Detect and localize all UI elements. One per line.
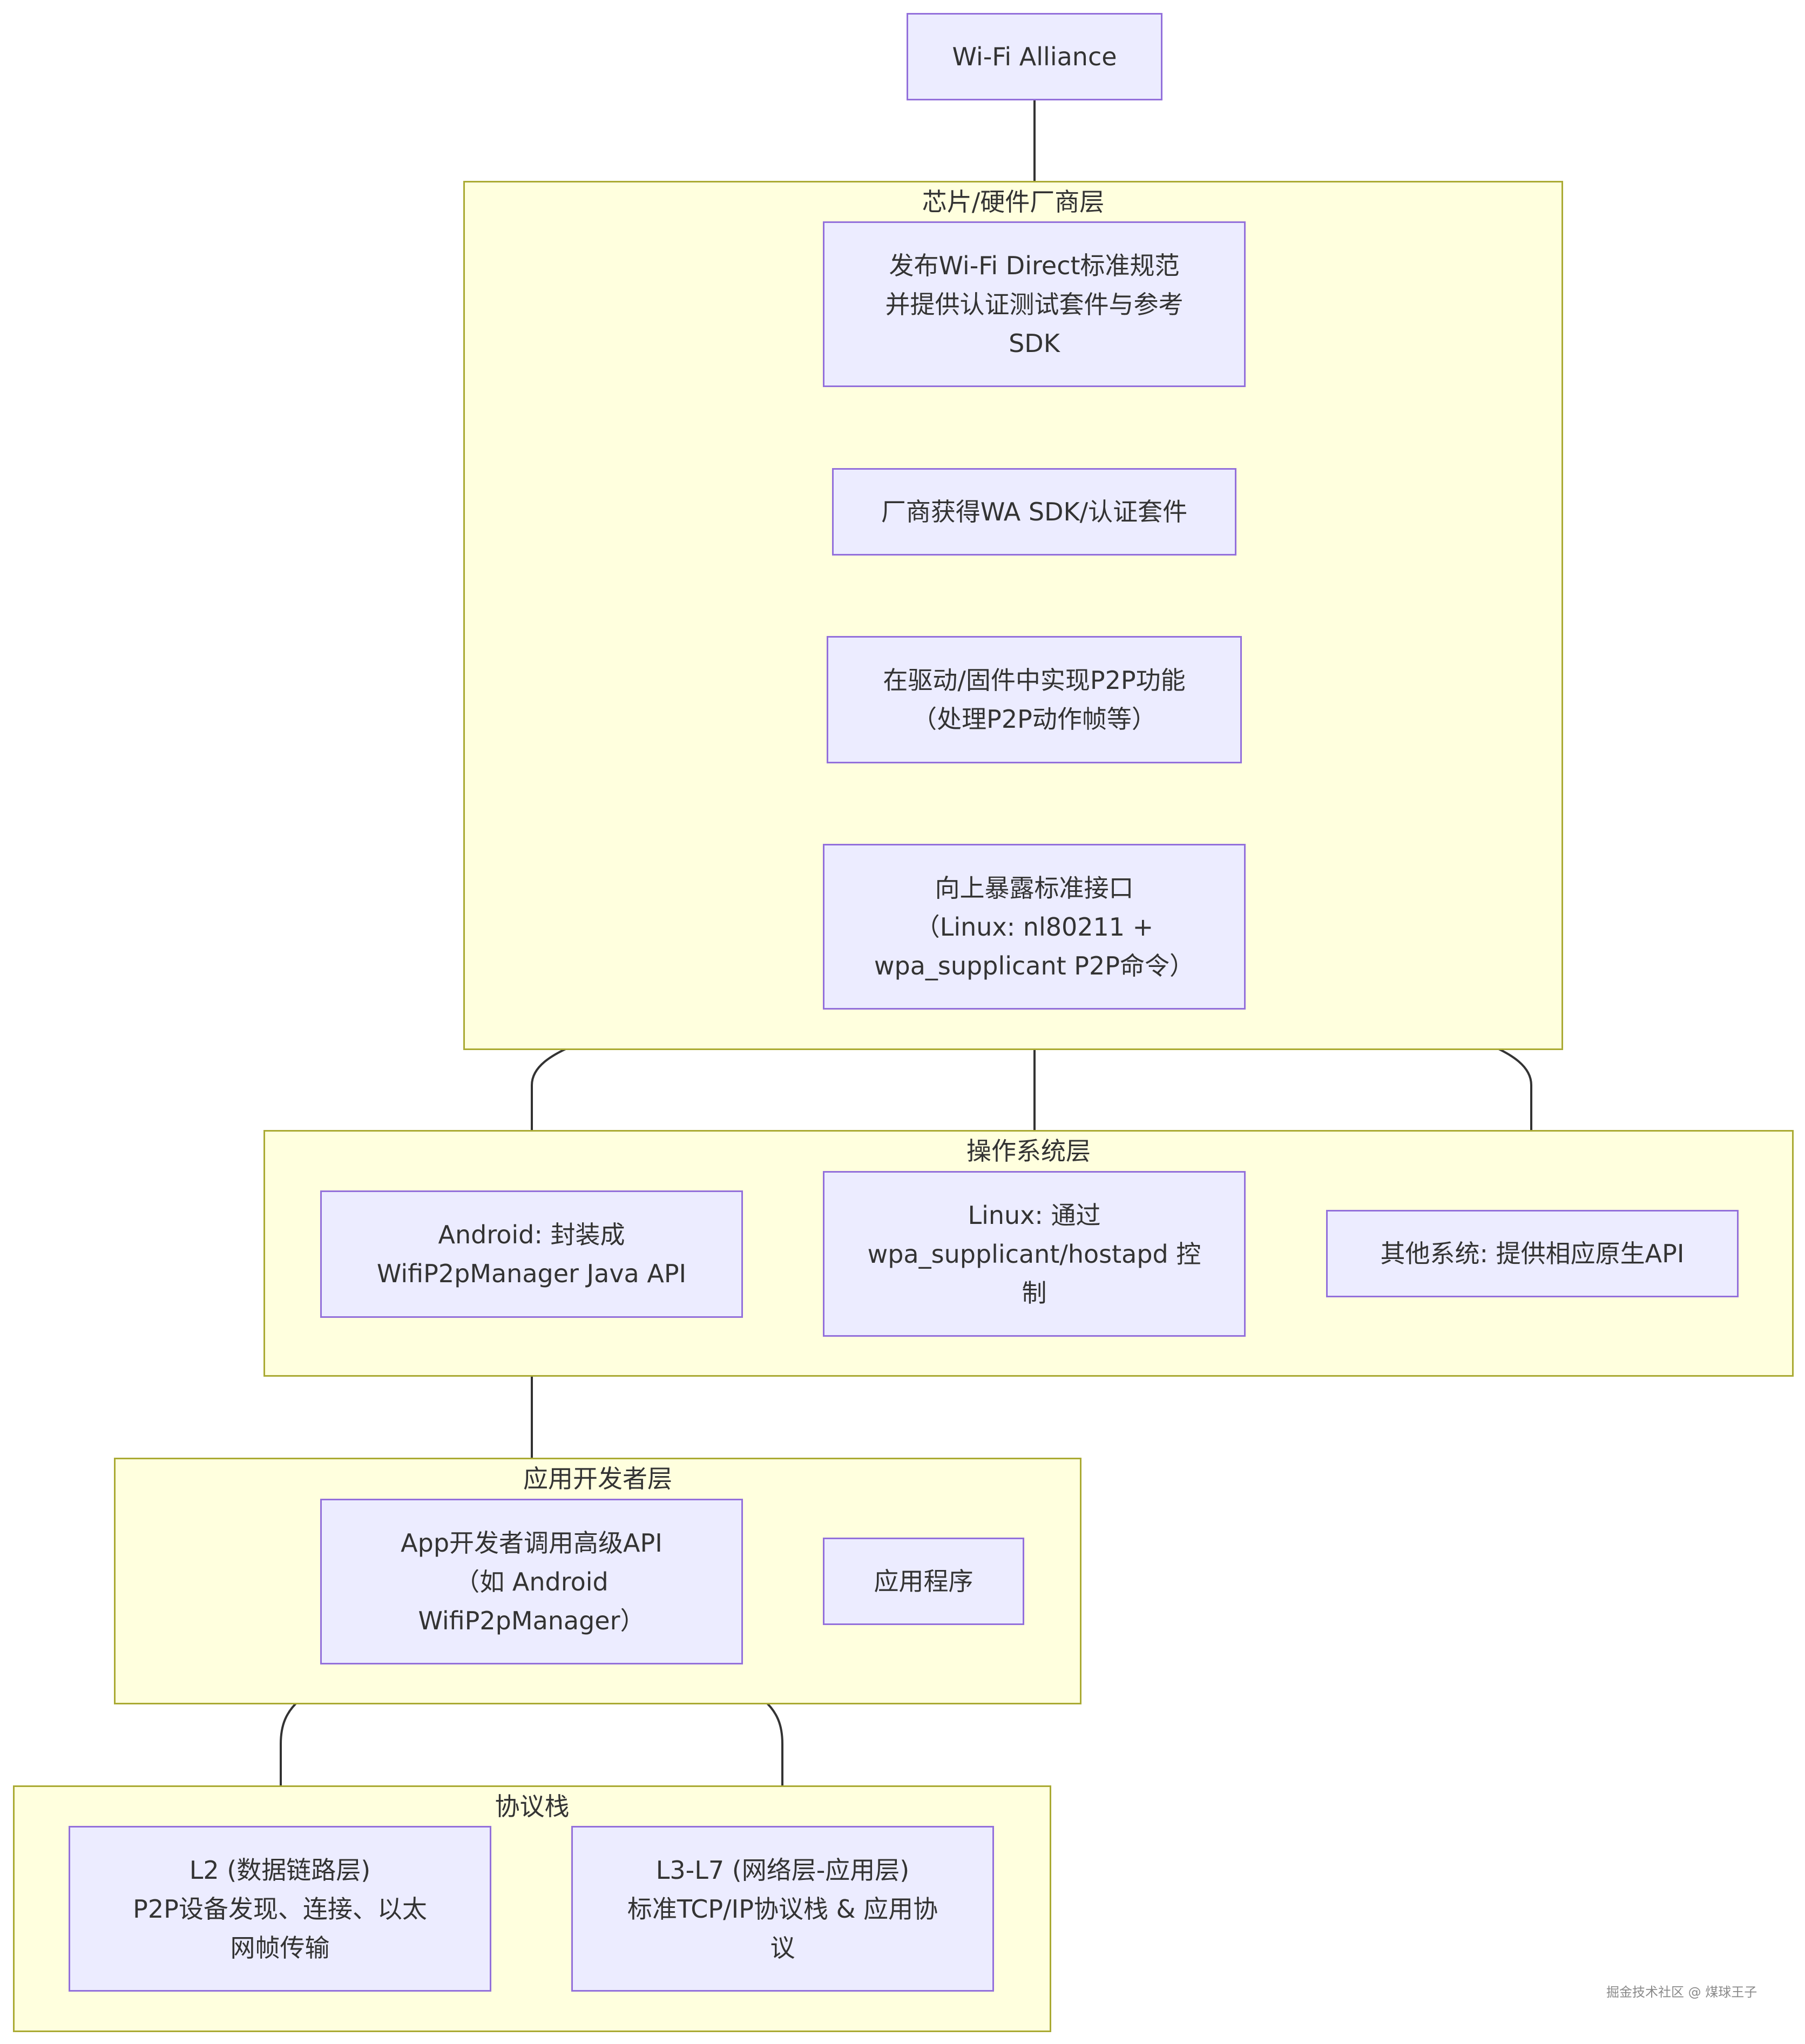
node-l3-l7: L3-L7 (网络层-应用层) 标准TCP/IP协议栈 & 应用协 议 (571, 1826, 994, 1992)
node-driver-firmware: 在驱动/固件中实现P2P功能 （处理P2P动作帧等） (827, 636, 1242, 763)
node-app-developer-label: App开发者调用高级API （如 Android WifiP2pManager） (401, 1528, 662, 1635)
node-l3-l7-label: L3-L7 (网络层-应用层) 标准TCP/IP协议栈 & 应用协 议 (627, 1855, 938, 1962)
node-other-systems: 其他系统: 提供相应原生API (1326, 1210, 1739, 1297)
node-expose-interface: 向上暴露标准接口 （Linux: nl80211 + wpa_supplican… (823, 844, 1246, 1010)
node-app-developer: App开发者调用高级API （如 Android WifiP2pManager） (320, 1499, 743, 1664)
node-application-label: 应用程序 (874, 1567, 974, 1596)
node-publish-standard-label: 发布Wi-Fi Direct标准规范 并提供认证测试套件与参考 SDK (885, 251, 1184, 358)
node-linux-control-label: Linux: 通过 wpa_supplicant/hostapd 控 制 (867, 1200, 1201, 1308)
node-vendor-sdk-label: 厂商获得WA SDK/认证套件 (881, 497, 1188, 526)
node-wifi-alliance: Wi-Fi Alliance (907, 13, 1162, 100)
node-application: 应用程序 (823, 1538, 1024, 1625)
node-linux-control: Linux: 通过 wpa_supplicant/hostapd 控 制 (823, 1171, 1246, 1337)
node-l2-datalink: L2 (数据链路层) P2P设备发现、连接、以太 网帧传输 (69, 1826, 491, 1992)
node-publish-standard: 发布Wi-Fi Direct标准规范 并提供认证测试套件与参考 SDK (823, 221, 1246, 387)
cluster-title-chip: 芯片/硬件厂商层 (922, 187, 1105, 216)
node-driver-firmware-label: 在驱动/固件中实现P2P功能 （处理P2P动作帧等） (883, 666, 1186, 734)
node-android-api: Android: 封装成 WifiP2pManager Java API (320, 1190, 743, 1318)
node-other-systems-label: 其他系统: 提供相应原生API (1380, 1239, 1685, 1268)
node-wifi-alliance-label: Wi-Fi Alliance (952, 42, 1117, 71)
node-android-api-label: Android: 封装成 WifiP2pManager Java API (376, 1220, 687, 1288)
cluster-title-app: 应用开发者层 (523, 1464, 672, 1493)
node-expose-interface-label: 向上暴露标准接口 （Linux: nl80211 + wpa_supplican… (874, 873, 1195, 980)
node-vendor-sdk: 厂商获得WA SDK/认证套件 (832, 468, 1236, 556)
cluster-title-stack: 协议栈 (495, 1792, 570, 1821)
watermark: 掘金技术社区 @ 煤球王子 (1606, 1985, 1757, 2000)
cluster-title-os: 操作系统层 (966, 1136, 1091, 1166)
node-l2-datalink-label: L2 (数据链路层) P2P设备发现、连接、以太 网帧传输 (133, 1855, 427, 1962)
